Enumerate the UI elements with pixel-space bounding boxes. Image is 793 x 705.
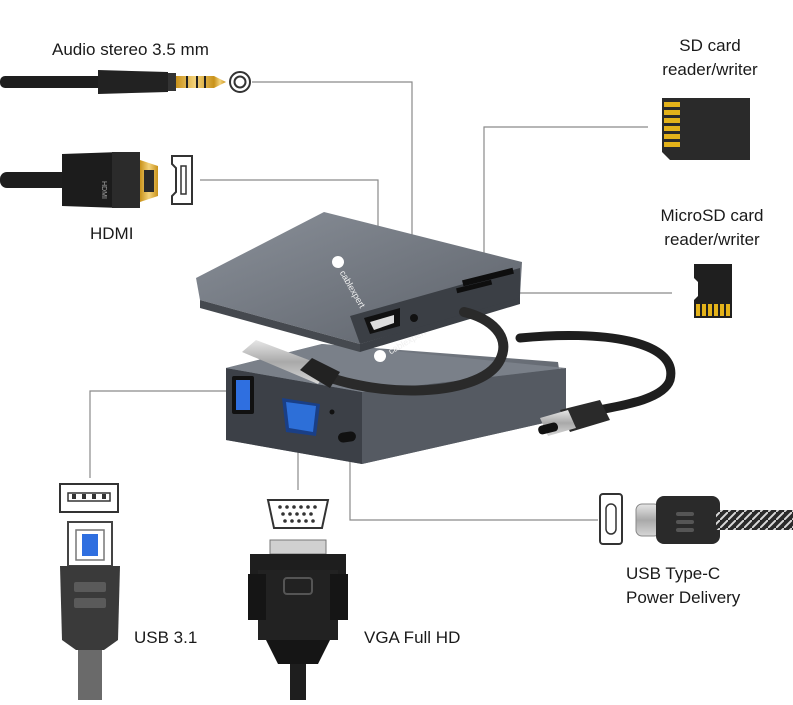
label-microsd-line2: reader/writer bbox=[664, 230, 760, 249]
audio-jack-plug bbox=[0, 70, 226, 94]
label-microsd-line1: MicroSD card bbox=[660, 206, 764, 225]
usb-a-port bbox=[232, 376, 254, 414]
label-sd: SD card reader/writer bbox=[650, 34, 770, 82]
vga-port bbox=[282, 398, 320, 436]
hdmi-port-icon bbox=[171, 155, 193, 205]
usb-port-icon bbox=[59, 483, 119, 513]
audio-port-icon bbox=[229, 71, 251, 93]
leader-lines bbox=[89, 81, 672, 521]
vga-plug bbox=[248, 539, 348, 700]
sd-card-icon bbox=[662, 98, 750, 160]
svg-text:HDMI: HDMI bbox=[100, 181, 107, 199]
leader-audio bbox=[252, 81, 413, 298]
hdmi-port-device bbox=[364, 308, 400, 334]
label-sd-line1: SD card bbox=[679, 36, 741, 55]
label-vga: VGA Full HD bbox=[364, 628, 461, 647]
leader-usb31 bbox=[89, 390, 240, 478]
label-usbc-line2: Power Delivery bbox=[626, 588, 741, 607]
label-microsd: MicroSD card reader/writer bbox=[650, 204, 774, 252]
label-sd-line2: reader/writer bbox=[662, 60, 758, 79]
hdmi-cable-plug: HDMI bbox=[0, 152, 158, 208]
usbc-plug bbox=[635, 496, 793, 544]
label-audio: Audio stereo 3.5 mm bbox=[52, 40, 209, 59]
usbc-cable bbox=[515, 330, 676, 436]
label-hdmi: HDMI bbox=[90, 224, 134, 243]
leader-usbc bbox=[349, 448, 598, 521]
microsd-card-icon bbox=[694, 264, 732, 318]
usb-a-plug bbox=[60, 521, 120, 700]
usbc-port-icon bbox=[599, 493, 623, 545]
label-usb31: USB 3.1 bbox=[134, 628, 198, 647]
label-usbc-line1: USB Type-C bbox=[626, 564, 721, 583]
link-cable bbox=[242, 307, 509, 396]
adapter-upper-unit: cablexpert bbox=[196, 212, 522, 352]
audio-port-device bbox=[410, 314, 418, 322]
vga-port-icon bbox=[266, 499, 330, 529]
label-usbc: USB Type-C Power Delivery bbox=[626, 562, 740, 610]
leader-sd bbox=[483, 126, 648, 268]
card-slots bbox=[456, 267, 514, 294]
